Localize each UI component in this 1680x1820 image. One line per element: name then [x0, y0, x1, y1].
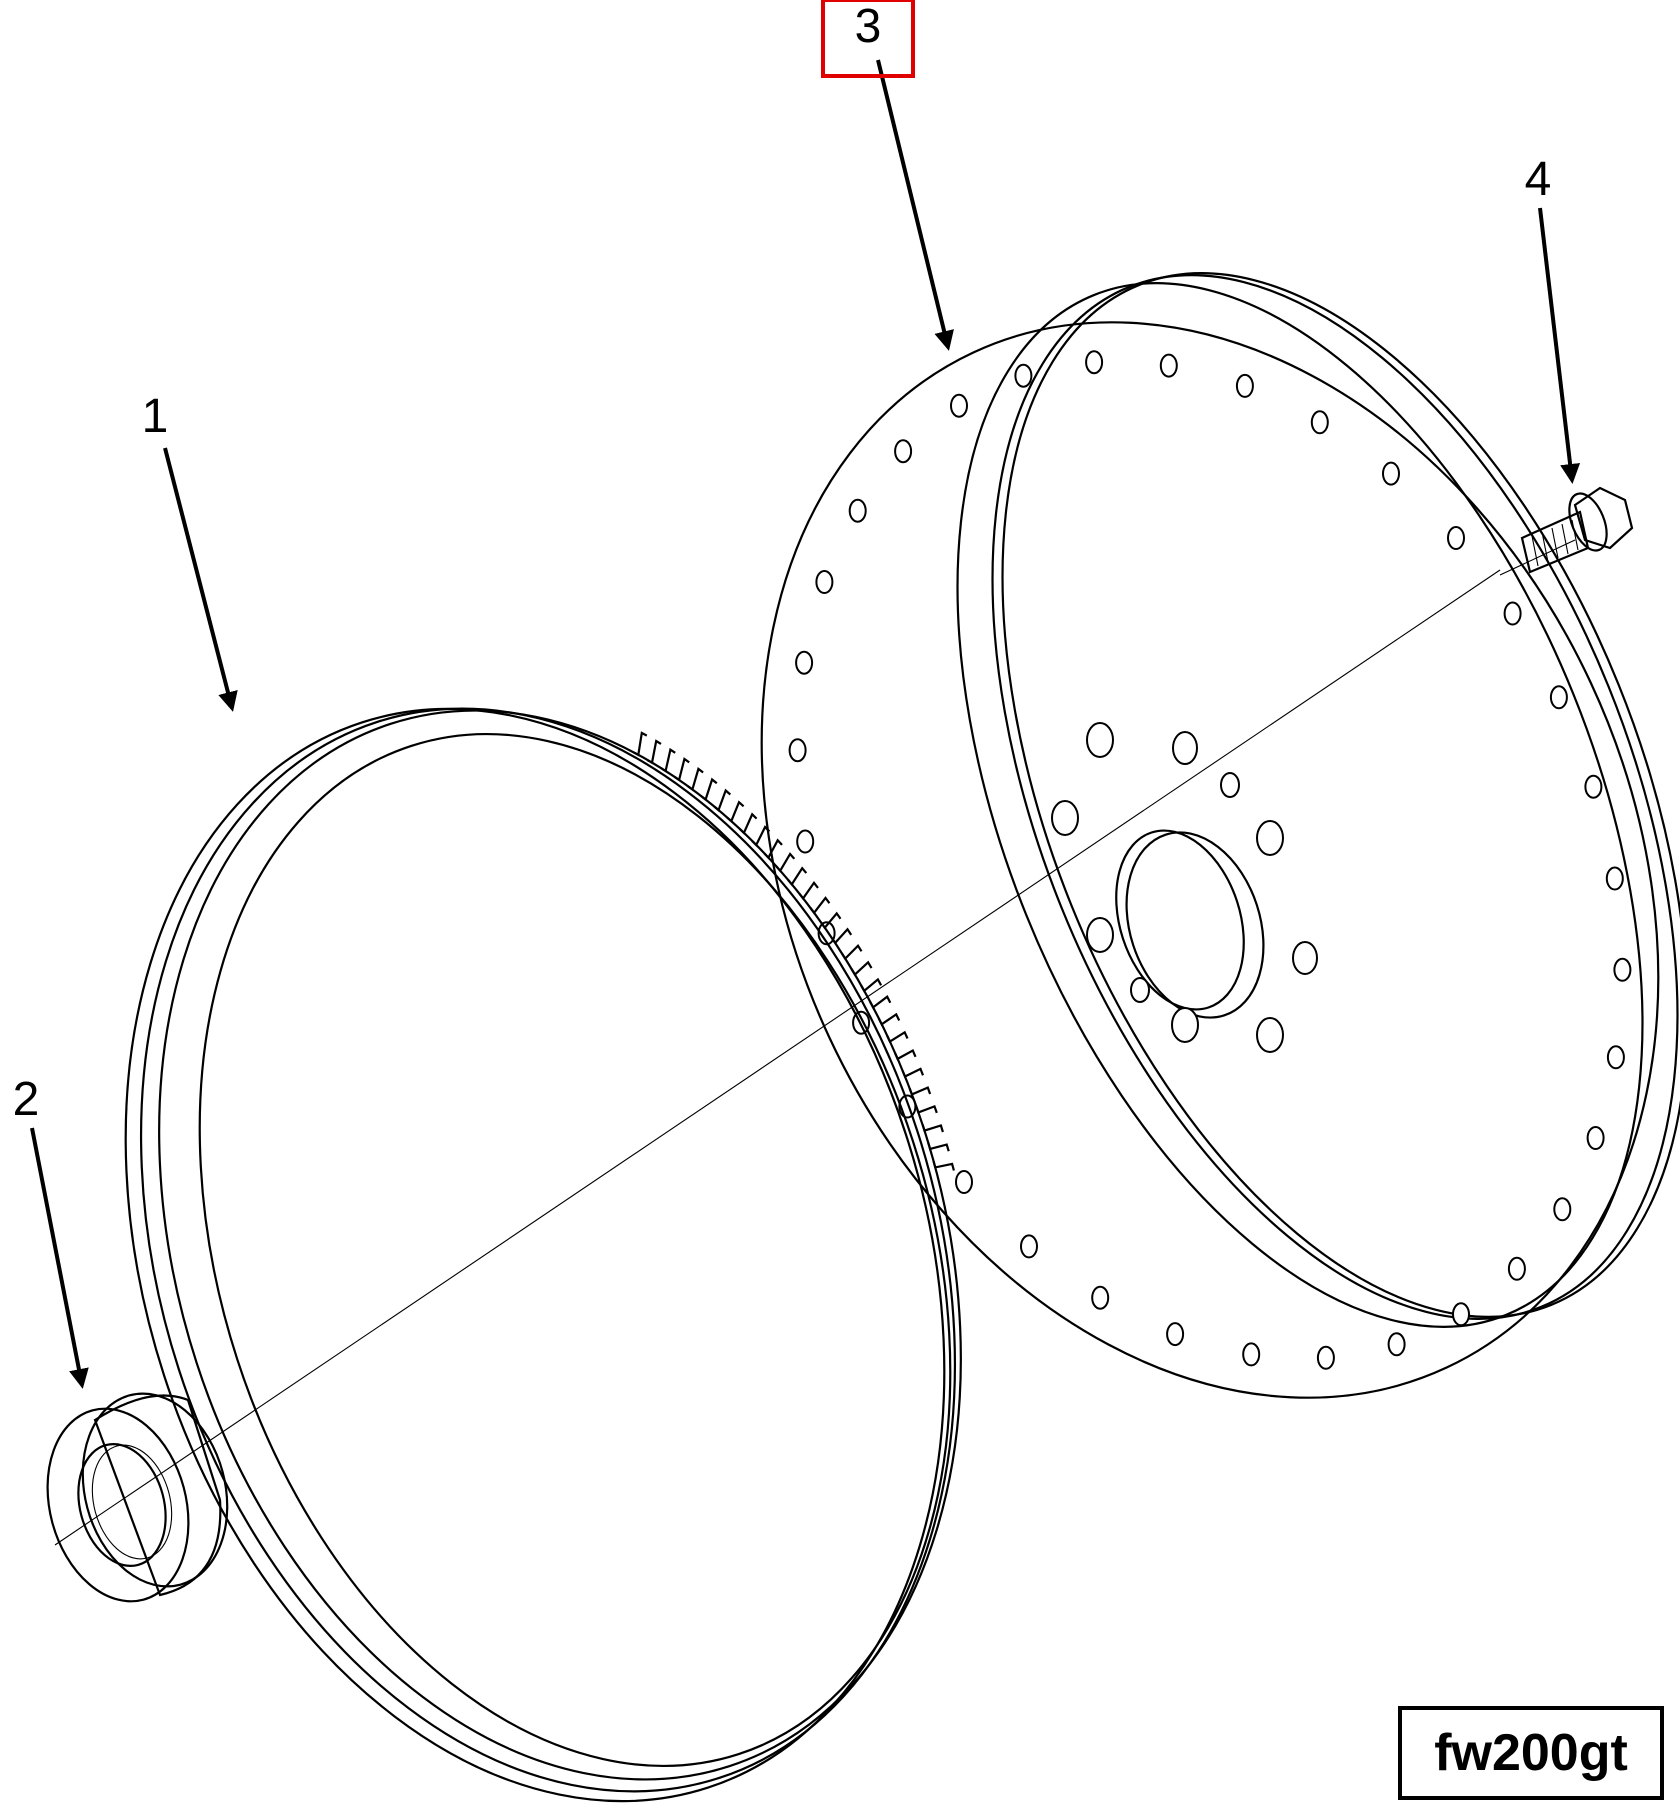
gear-tooth [687, 767, 704, 792]
callout-label-4: 4 [1525, 153, 1552, 206]
gear-tooth [673, 757, 690, 782]
center-bore [1125, 831, 1265, 1019]
bolt-hole [1085, 350, 1104, 375]
bolt-part [1499, 486, 1634, 576]
mounting-hole [1220, 772, 1240, 798]
bolt-hole [955, 1170, 973, 1194]
bolt-hole [1503, 601, 1522, 626]
bolt-hole [1166, 1322, 1185, 1347]
gear-tooth [738, 812, 758, 835]
gear-teeth [633, 731, 955, 1171]
gear-tooth [830, 927, 853, 945]
bolt-hole [1014, 363, 1033, 388]
gear-tooth [775, 852, 796, 873]
callout-arrow-3 [876, 59, 954, 351]
bolt-hole [1242, 1342, 1261, 1367]
bolt-hole [848, 498, 867, 523]
gear-tooth [850, 960, 873, 977]
bolt-hole [1584, 774, 1603, 799]
bolt-hole [1553, 1197, 1572, 1222]
bolt-hole [1447, 526, 1465, 550]
gear-tooth [798, 880, 819, 901]
bolt-hole [1316, 1345, 1335, 1370]
gear-tooth [860, 977, 883, 993]
reference-code-box [1398, 1706, 1664, 1800]
mounting-hole [1256, 820, 1284, 856]
gear-tooth [932, 1160, 955, 1171]
bolt-hole [1507, 1256, 1526, 1281]
bolt-hole [894, 439, 913, 464]
bolt-hole [1387, 1332, 1406, 1357]
bolt-hole [1091, 1285, 1110, 1310]
gear-tooth [787, 866, 808, 887]
gear-tooth [921, 1124, 944, 1133]
gear-tooth [908, 1086, 932, 1096]
mounting-hole [1171, 1007, 1199, 1043]
mounting-hole [1086, 917, 1114, 953]
gear-tooth [869, 995, 892, 1010]
reference-code: fw200gt [1434, 1724, 1628, 1782]
mounting-hole [1292, 941, 1318, 975]
bolt-hole [788, 738, 807, 763]
callout-arrow-1 [163, 447, 238, 712]
gear-tooth [901, 1067, 925, 1079]
mounting-hole [1086, 722, 1114, 758]
bolt-hole [1020, 1234, 1038, 1259]
bolt-hole [815, 570, 834, 594]
callout-label-3: 3 [855, 0, 882, 53]
gear-tooth [646, 739, 662, 765]
callout-label-2: 2 [13, 1073, 40, 1126]
ring-gear [124, 707, 962, 1803]
gear-tooth [893, 1048, 917, 1061]
flywheel-plate [760, 272, 1680, 1399]
bolt-hole [1605, 866, 1624, 891]
bolt-hole [1606, 1045, 1625, 1070]
gear-tooth [633, 731, 648, 757]
mounting-hole [1051, 800, 1079, 836]
gear-tooth [726, 800, 745, 824]
mounting-hole [1256, 1017, 1284, 1053]
gear-tooth [660, 747, 676, 773]
bolt-hole [1549, 685, 1568, 710]
gear-tooth [840, 943, 863, 961]
gear-tooth [927, 1142, 950, 1152]
bolt-hole [1235, 373, 1254, 398]
callout-label-1: 1 [142, 390, 169, 443]
bolt-hole [1382, 461, 1400, 486]
mounting-hole [1130, 977, 1150, 1003]
gear-tooth [700, 777, 718, 802]
bolt-hole [1310, 410, 1329, 435]
bushing-part [46, 1392, 229, 1603]
gear-tooth [713, 788, 732, 812]
gear-tooth [886, 1030, 909, 1044]
center-axis-line [54, 569, 1501, 1546]
gear-tooth [763, 838, 783, 860]
gear-tooth [809, 896, 831, 915]
gear-tooth [820, 911, 842, 930]
bolt-holes [788, 350, 1632, 1370]
callout-highlight-box-3 [821, 0, 915, 78]
bolt-hole [1452, 1302, 1470, 1327]
bolt-hole [817, 921, 836, 946]
gear-tooth [915, 1104, 938, 1114]
bolt-hole [1613, 957, 1632, 982]
bolt-hole [1586, 1126, 1605, 1150]
bolt-hole [796, 829, 815, 854]
bolt-hole [950, 393, 968, 418]
bolt-hole [795, 650, 814, 675]
mounting-hole [1172, 731, 1198, 765]
callout-arrow-4 [1538, 207, 1581, 484]
gear-tooth [877, 1012, 901, 1026]
callout-arrow-2 [30, 1127, 89, 1389]
gear-tooth [751, 825, 771, 847]
bolt-hole [1159, 353, 1178, 378]
